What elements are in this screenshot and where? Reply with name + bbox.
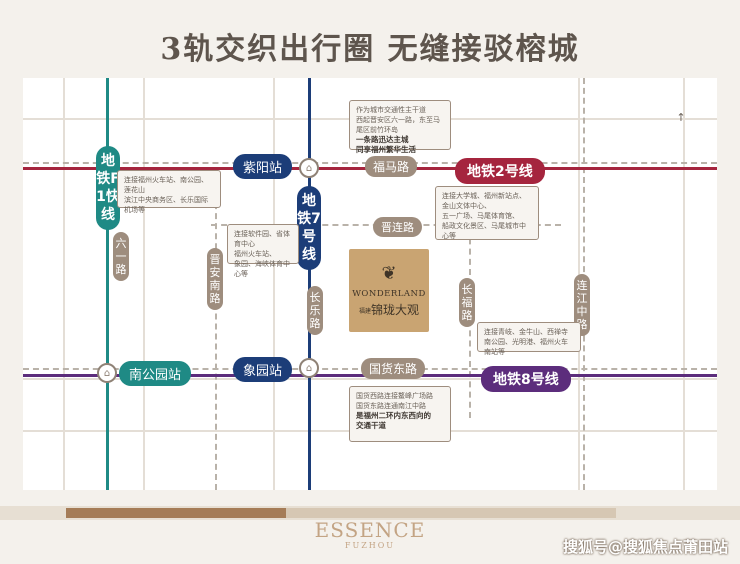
info-line: 西起晋安区六一路，东至马尾区前竹环岛 — [356, 116, 440, 134]
page-title: 3轨交织出行圈 无缝接驳榕城 — [160, 32, 580, 67]
station-ziyang: 紫阳站 — [233, 154, 293, 179]
source-watermark: 搜狐号@搜狐焦点莆田站 — [562, 538, 728, 556]
road-label-guohuo-east: 国货东路 — [361, 358, 426, 379]
road-line — [683, 78, 685, 490]
road-label-liuyi: 六一路 — [113, 232, 129, 281]
info-line: 金山文体中心、 — [442, 202, 491, 210]
north-pin-icon: ↑ — [676, 111, 686, 124]
info-line: 象园、海峡体育中心等 — [234, 260, 290, 278]
project-name-cn-main: 锦珑大观 — [371, 303, 420, 317]
metro-label-line2: 地铁2号线 — [455, 158, 545, 184]
info-bold: 是福州二环内东西向的 — [356, 411, 431, 420]
metro-label-line8: 地铁8号线 — [481, 366, 571, 392]
info-box-line7: 连接软件园、省体育中心 福州火车站、 象园、海峡体育中心等 — [227, 224, 299, 278]
road-label-lianjiang-middle: 连江中路 — [574, 274, 590, 336]
road-label-jinlian: 晋连路 — [373, 217, 422, 237]
info-line: 连接青岐、金牛山、西禅寺 — [484, 328, 568, 336]
info-bold: 交通干道 — [356, 421, 386, 430]
road-line — [63, 78, 65, 490]
station-xiangyuan: 象园站 — [233, 357, 293, 382]
f1-track — [106, 78, 109, 490]
info-line: 连接大学城、福州新站点、 — [442, 192, 526, 200]
road-label-jinan-south: 晋安南路 — [207, 248, 223, 310]
info-line: 船政文化景区、马尾城市中心等 — [442, 222, 526, 240]
project-logo-icon: ❦ — [381, 263, 397, 284]
jinan-road-line — [215, 173, 217, 490]
metro-label-f1: 地铁F1快线 — [96, 146, 120, 230]
info-line: 国货西路连接鳌峰广场路 — [356, 392, 433, 400]
interchange-xiangyuan-icon: ⌂ — [299, 358, 319, 378]
station-nangongyuan: 南公园站 — [119, 361, 192, 386]
project-tile: ❦ WONDERLAND 福建锦珑大观 — [349, 249, 429, 332]
interchange-nangongyuan-icon: ⌂ — [97, 363, 117, 383]
info-box-guohuo: 国货西路连接鳌峰广场路 国货东路连通南江中路 是福州二环内东西向的 交通干道 — [349, 386, 451, 442]
road-label-changle: 长乐路 — [307, 286, 323, 335]
info-line: 连接软件园、省体育中心 — [234, 230, 290, 248]
project-name-cn-small: 福建 — [358, 308, 371, 315]
info-line: 滨江中央商务区、长乐国际机场等 — [124, 196, 208, 214]
road-line — [143, 78, 145, 490]
info-line: 作为城市交通性主干道 — [356, 106, 426, 114]
brand-logo-text: ESSENCE — [314, 518, 426, 542]
info-box-f1: 连接福州火车站、南公园、莲花山 滨江中央商务区、长乐国际机场等 — [117, 170, 221, 214]
brand-city-text: FUZHOU — [344, 541, 396, 550]
road-label-fuma: 福马路 — [365, 156, 418, 177]
project-name-cn: 福建锦珑大观 — [359, 301, 419, 318]
info-box-line2: 连接大学城、福州新站点、 金山文体中心、 五一广场、马尾体育馆、 船政文化景区、… — [435, 186, 539, 240]
road-line — [273, 78, 275, 490]
info-box-fuma: 作为城市交通性主干道 西起晋安区六一路，东至马尾区前竹环岛 一条路迅达主城 同享… — [349, 100, 451, 154]
metro-label-line7: 地铁7号线 — [297, 186, 321, 270]
interchange-ziyang-icon: ⌂ — [299, 158, 319, 178]
info-bold: 同享福州繁华生活 — [356, 145, 416, 154]
footer-stripe — [66, 508, 286, 518]
info-line: 福州火车站、 — [234, 250, 276, 258]
project-name-en: WONDERLAND — [352, 289, 426, 299]
info-line: 南公园、光明港、福州火车南站等 — [484, 338, 568, 356]
info-line: 连接福州火车站、南公园、莲花山 — [124, 176, 208, 194]
footer-stripe-light — [286, 508, 616, 518]
line7-track — [308, 78, 311, 490]
road-line — [23, 378, 717, 380]
info-box-line8: 连接青岐、金牛山、西禅寺 南公园、光明港、福州火车南站等 — [477, 322, 581, 356]
road-label-changfu: 长福路 — [459, 278, 475, 327]
transit-map: 福马路 晋连路 国货东路 六一路 晋安南路 长乐路 长福路 连江中路 地铁F1快… — [23, 78, 717, 490]
info-line: 国货东路连通南江中路 — [356, 402, 426, 410]
info-bold: 一条路迅达主城 — [356, 135, 409, 144]
info-line: 五一广场、马尾体育馆、 — [442, 212, 519, 220]
